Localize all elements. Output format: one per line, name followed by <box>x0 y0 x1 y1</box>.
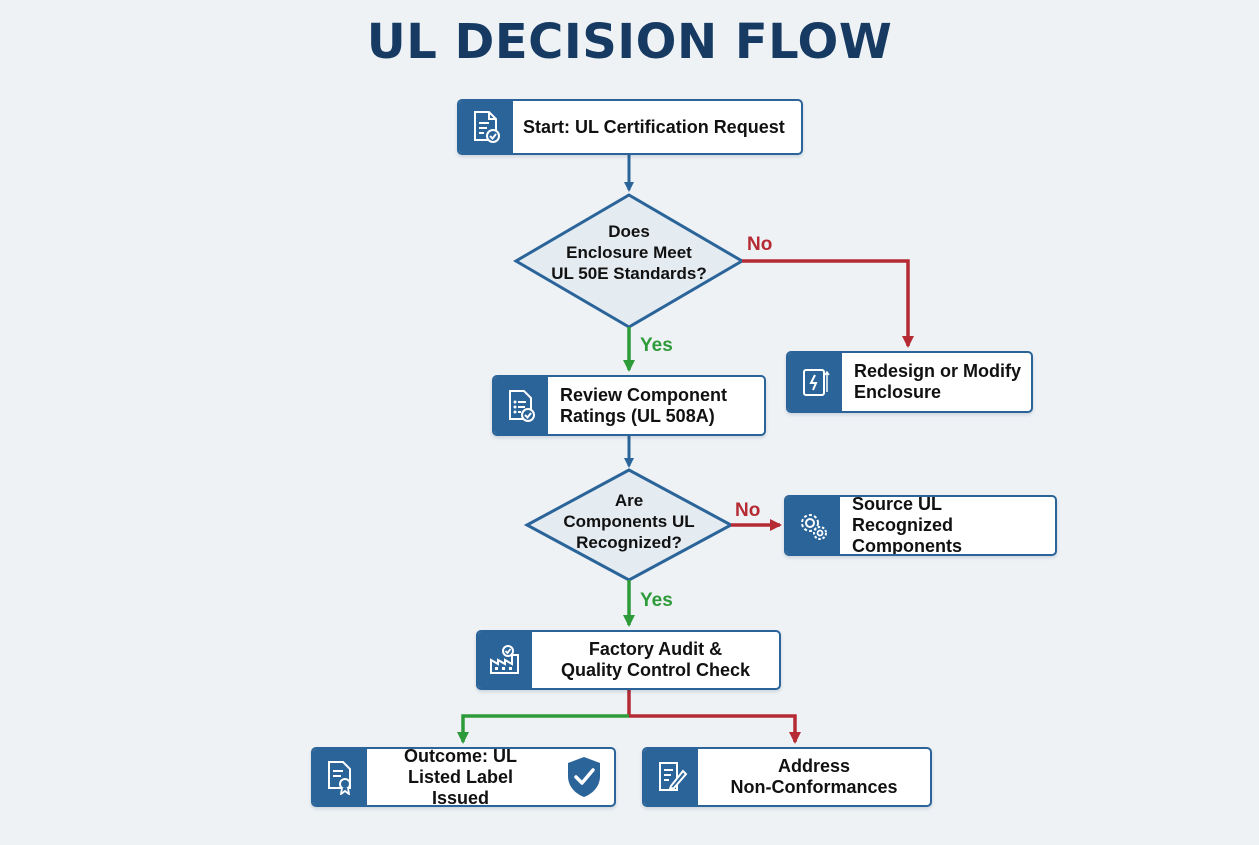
checklist-icon <box>494 377 548 434</box>
node-audit-label: Factory Audit &Quality Control Check <box>560 639 751 680</box>
document-check-icon <box>459 101 513 153</box>
node-audit: Factory Audit &Quality Control Check <box>476 630 781 690</box>
decision-label-components: Are Components UL Recognized? <box>563 491 695 552</box>
decision-label-enclosure: Does Enclosure Meet UL 50E Standards? <box>551 222 707 283</box>
edge-label-components-yes: Yes <box>640 590 673 611</box>
edge-label-components-no: No <box>735 500 761 521</box>
gears-icon <box>786 497 840 554</box>
edit-document-icon <box>644 749 698 805</box>
diagram-title: UL DECISION FLOW <box>366 14 893 70</box>
certificate-icon <box>313 749 367 805</box>
edge-label-enclosure-yes: Yes <box>640 335 673 356</box>
edge-enclosure-no <box>742 259 914 348</box>
node-start-label: Start: UL Certification Request <box>523 116 785 137</box>
edge-label-enclosure-no: No <box>747 234 773 255</box>
edge-audit-to-outcome <box>457 714 629 744</box>
node-start: Start: UL Certification Request <box>457 99 803 155</box>
edge-audit-to-address <box>629 714 801 744</box>
enclosure-panel-icon <box>788 353 842 411</box>
factory-icon <box>478 632 532 688</box>
shield-check-icon <box>554 749 614 805</box>
